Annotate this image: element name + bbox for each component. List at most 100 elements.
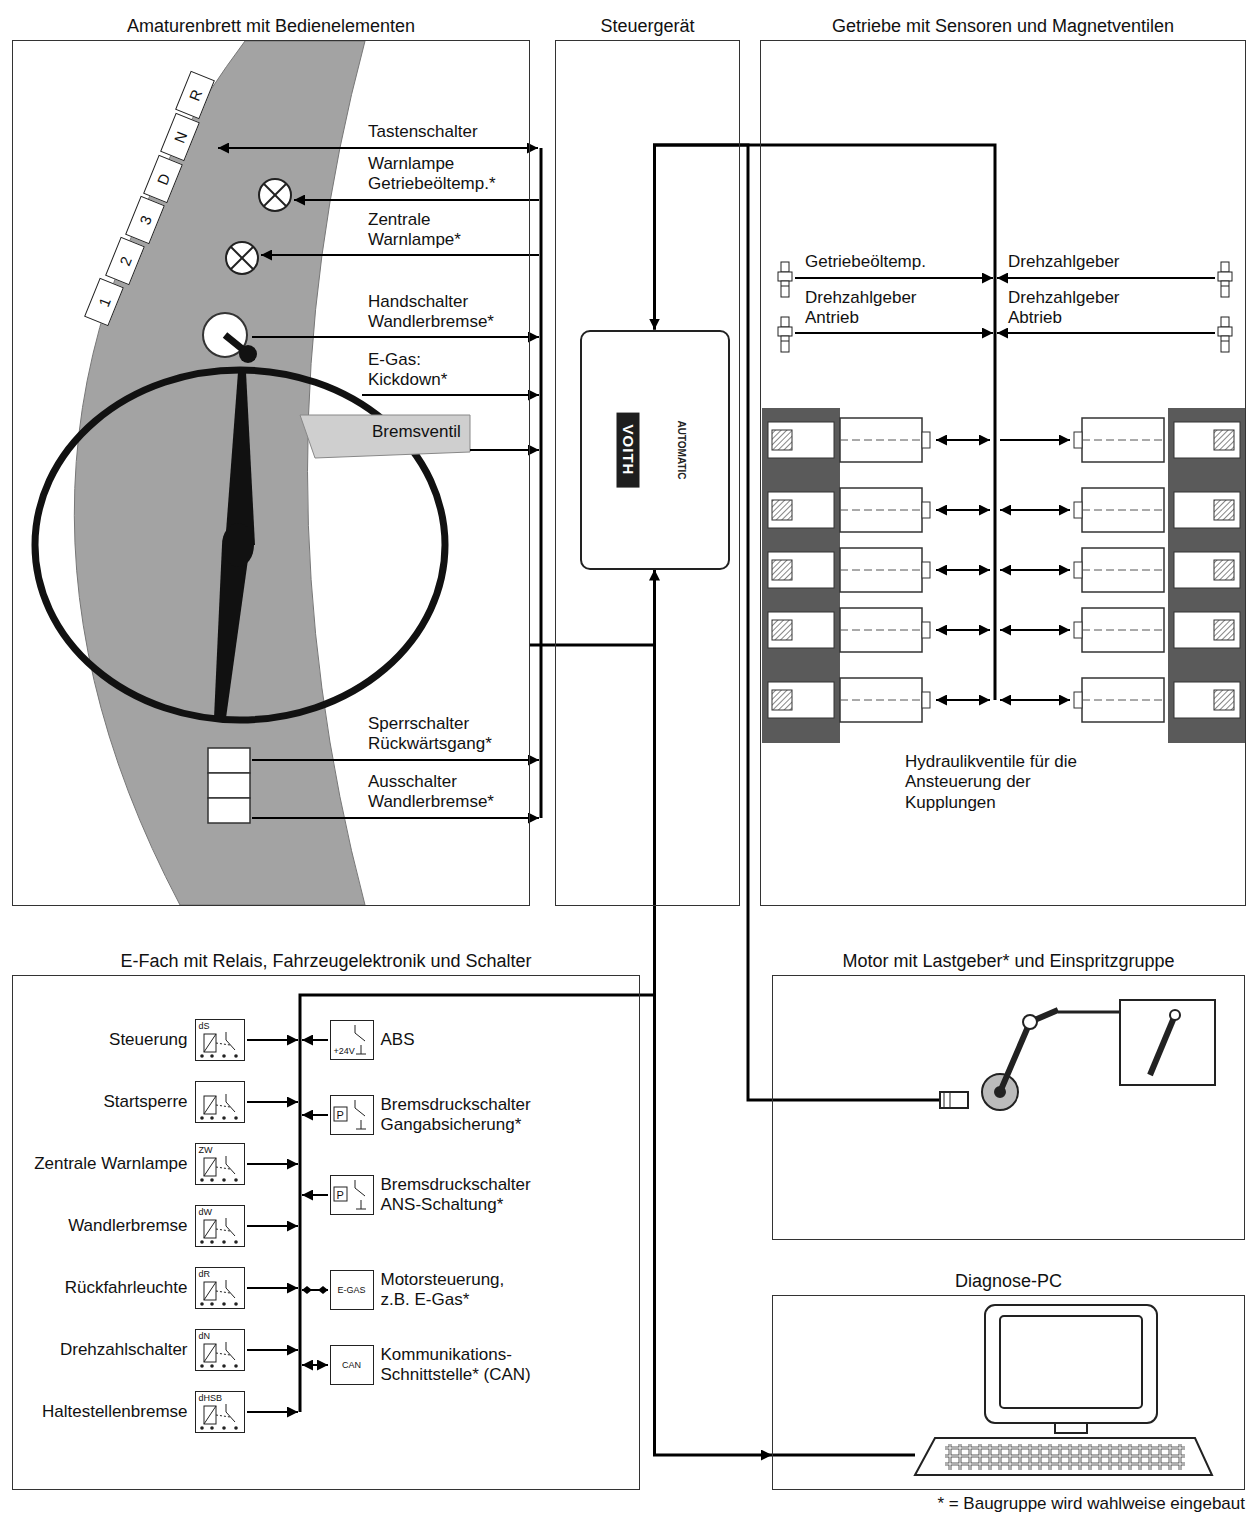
- relay-drawing: [200, 1178, 204, 1182]
- compartment-wiring: [302, 1194, 328, 1196]
- solenoid-valve: [768, 488, 1240, 532]
- speed-sensor: [1218, 272, 1232, 281]
- wire-connector: [655, 145, 773, 1100]
- relay-drawing: [204, 1034, 216, 1052]
- switch-drawing: [356, 1053, 366, 1054]
- relay-drawing: [196, 1082, 243, 1121]
- speed-sensor: [1218, 327, 1232, 336]
- solenoid-valve: [772, 620, 792, 640]
- dashboard-drawing: [208, 798, 250, 823]
- switch-code: +24V: [334, 1047, 355, 1056]
- transmission-drawing: [762, 408, 840, 743]
- relay-drawing: [226, 1102, 235, 1112]
- dashboard-wiring: [540, 148, 543, 818]
- switch-code: E-GAS: [337, 1285, 365, 1294]
- relay-drawing: [210, 1364, 214, 1368]
- solenoid-valve: [1000, 629, 1070, 631]
- gear-key: 3: [125, 195, 165, 244]
- relay-label: Steuerung: [109, 1030, 187, 1050]
- compartment-wiring: [247, 1287, 298, 1289]
- engine-drawing: [1023, 1015, 1037, 1029]
- solenoid-valve: [1074, 692, 1082, 708]
- compartment-wiring: [247, 1040, 328, 1412]
- relay-drawing: [222, 1178, 226, 1182]
- gear-key: 2: [105, 236, 145, 285]
- dashboard-drawing: [231, 247, 253, 269]
- solenoid-valve: [1082, 418, 1164, 462]
- gear-key: D: [143, 154, 183, 203]
- solenoid-valve: [1082, 700, 1164, 701]
- dashboard-wiring: [252, 336, 539, 338]
- compartment-wiring: [302, 1364, 328, 1366]
- relay-symbol: RückfahrleuchtedR: [195, 1267, 245, 1309]
- relay-drawing: [226, 1288, 235, 1298]
- solenoid-valve: [840, 570, 922, 571]
- solenoid-valve: [1074, 502, 1082, 518]
- solenoid-valve: [1000, 509, 1070, 511]
- solenoid-valve: [768, 418, 1240, 462]
- speed-sensor: [778, 317, 792, 352]
- panel-heading: E-Fach mit Relais, Fahrzeugelektronik un…: [120, 951, 531, 972]
- switch-drawing: [356, 1208, 366, 1209]
- transmission-drawing: [778, 262, 1232, 352]
- relay-drawing: [234, 1240, 238, 1244]
- speed-sensor: [781, 281, 789, 297]
- relay-drawing: [226, 1040, 235, 1050]
- signal-label: Sperrschalter Rückwärtsgang*: [368, 714, 518, 755]
- solenoid-valve: [1082, 548, 1164, 592]
- compartment-wiring: [247, 1411, 298, 1413]
- speed-sensor: [1221, 317, 1229, 327]
- solenoid-valve: [1214, 500, 1234, 520]
- relay-drawing: [225, 1156, 226, 1164]
- relay-drawing: [200, 1054, 204, 1058]
- relay-drawing: [216, 1105, 230, 1107]
- dashboard-wiring: [261, 254, 539, 256]
- relay-drawing: [204, 1220, 216, 1238]
- speed-sensor: [1221, 281, 1229, 297]
- solenoid-valve: [840, 678, 922, 722]
- dashboard-drawing: [208, 748, 250, 773]
- solenoid-valve: [936, 439, 990, 441]
- transmission-drawing: [997, 277, 1215, 279]
- switch-symbol: PBremsdruckschalter ANS-Schaltung*: [330, 1175, 374, 1215]
- pc-drawing: [772, 1454, 915, 1457]
- relay-drawing: [222, 1426, 226, 1430]
- dashboard-wiring: [218, 148, 541, 818]
- relay-drawing: [225, 1280, 226, 1288]
- solenoid-valve: [1082, 570, 1164, 571]
- engine-drawing: [1000, 1010, 1058, 1092]
- transmission-drawing: [768, 418, 1240, 722]
- switch-drawing: [356, 1128, 366, 1129]
- engine-drawing: [1170, 1010, 1180, 1020]
- switch-drawing: [354, 1025, 355, 1033]
- relay-drawing: [204, 1344, 216, 1362]
- panel-heading: Getriebe mit Sensoren und Magnetventilen: [832, 16, 1174, 37]
- solenoid-valve: [1082, 488, 1164, 532]
- switch-label: Bremsdruckschalter ANS-Schaltung*: [381, 1174, 551, 1215]
- relay-symbol: Startsperre: [195, 1081, 245, 1123]
- relay-drawing: [226, 1226, 235, 1236]
- solenoid-valve: [768, 548, 1240, 592]
- engine-drawing: [1150, 1015, 1175, 1075]
- key-label: D: [153, 170, 173, 186]
- solenoid-valve: [768, 678, 1240, 722]
- relay-drawing: [200, 1426, 204, 1430]
- relay-symbol: WandlerbremsedW: [195, 1205, 245, 1247]
- switch-code: P: [337, 1189, 344, 1200]
- compartment-wiring: [302, 1114, 328, 1116]
- dashboard-drawing: [226, 242, 258, 274]
- relay-drawing: [222, 1116, 226, 1120]
- dashboard-drawing: [264, 184, 286, 206]
- dashboard-drawing: [222, 523, 254, 567]
- relay-code: dR: [199, 1270, 211, 1279]
- relay-drawing: [234, 1364, 238, 1368]
- switch-symbol: E-GASMotorsteuerung, z.B. E-Gas*: [330, 1270, 374, 1310]
- solenoid-valve: [922, 502, 930, 518]
- dashboard-drawing: [208, 773, 250, 798]
- dashboard-wiring: [252, 817, 539, 819]
- solenoid-valve: [840, 418, 922, 462]
- switch-drawing: [360, 1045, 361, 1054]
- relay-drawing: [222, 1240, 226, 1244]
- solenoid-valve: [768, 492, 834, 528]
